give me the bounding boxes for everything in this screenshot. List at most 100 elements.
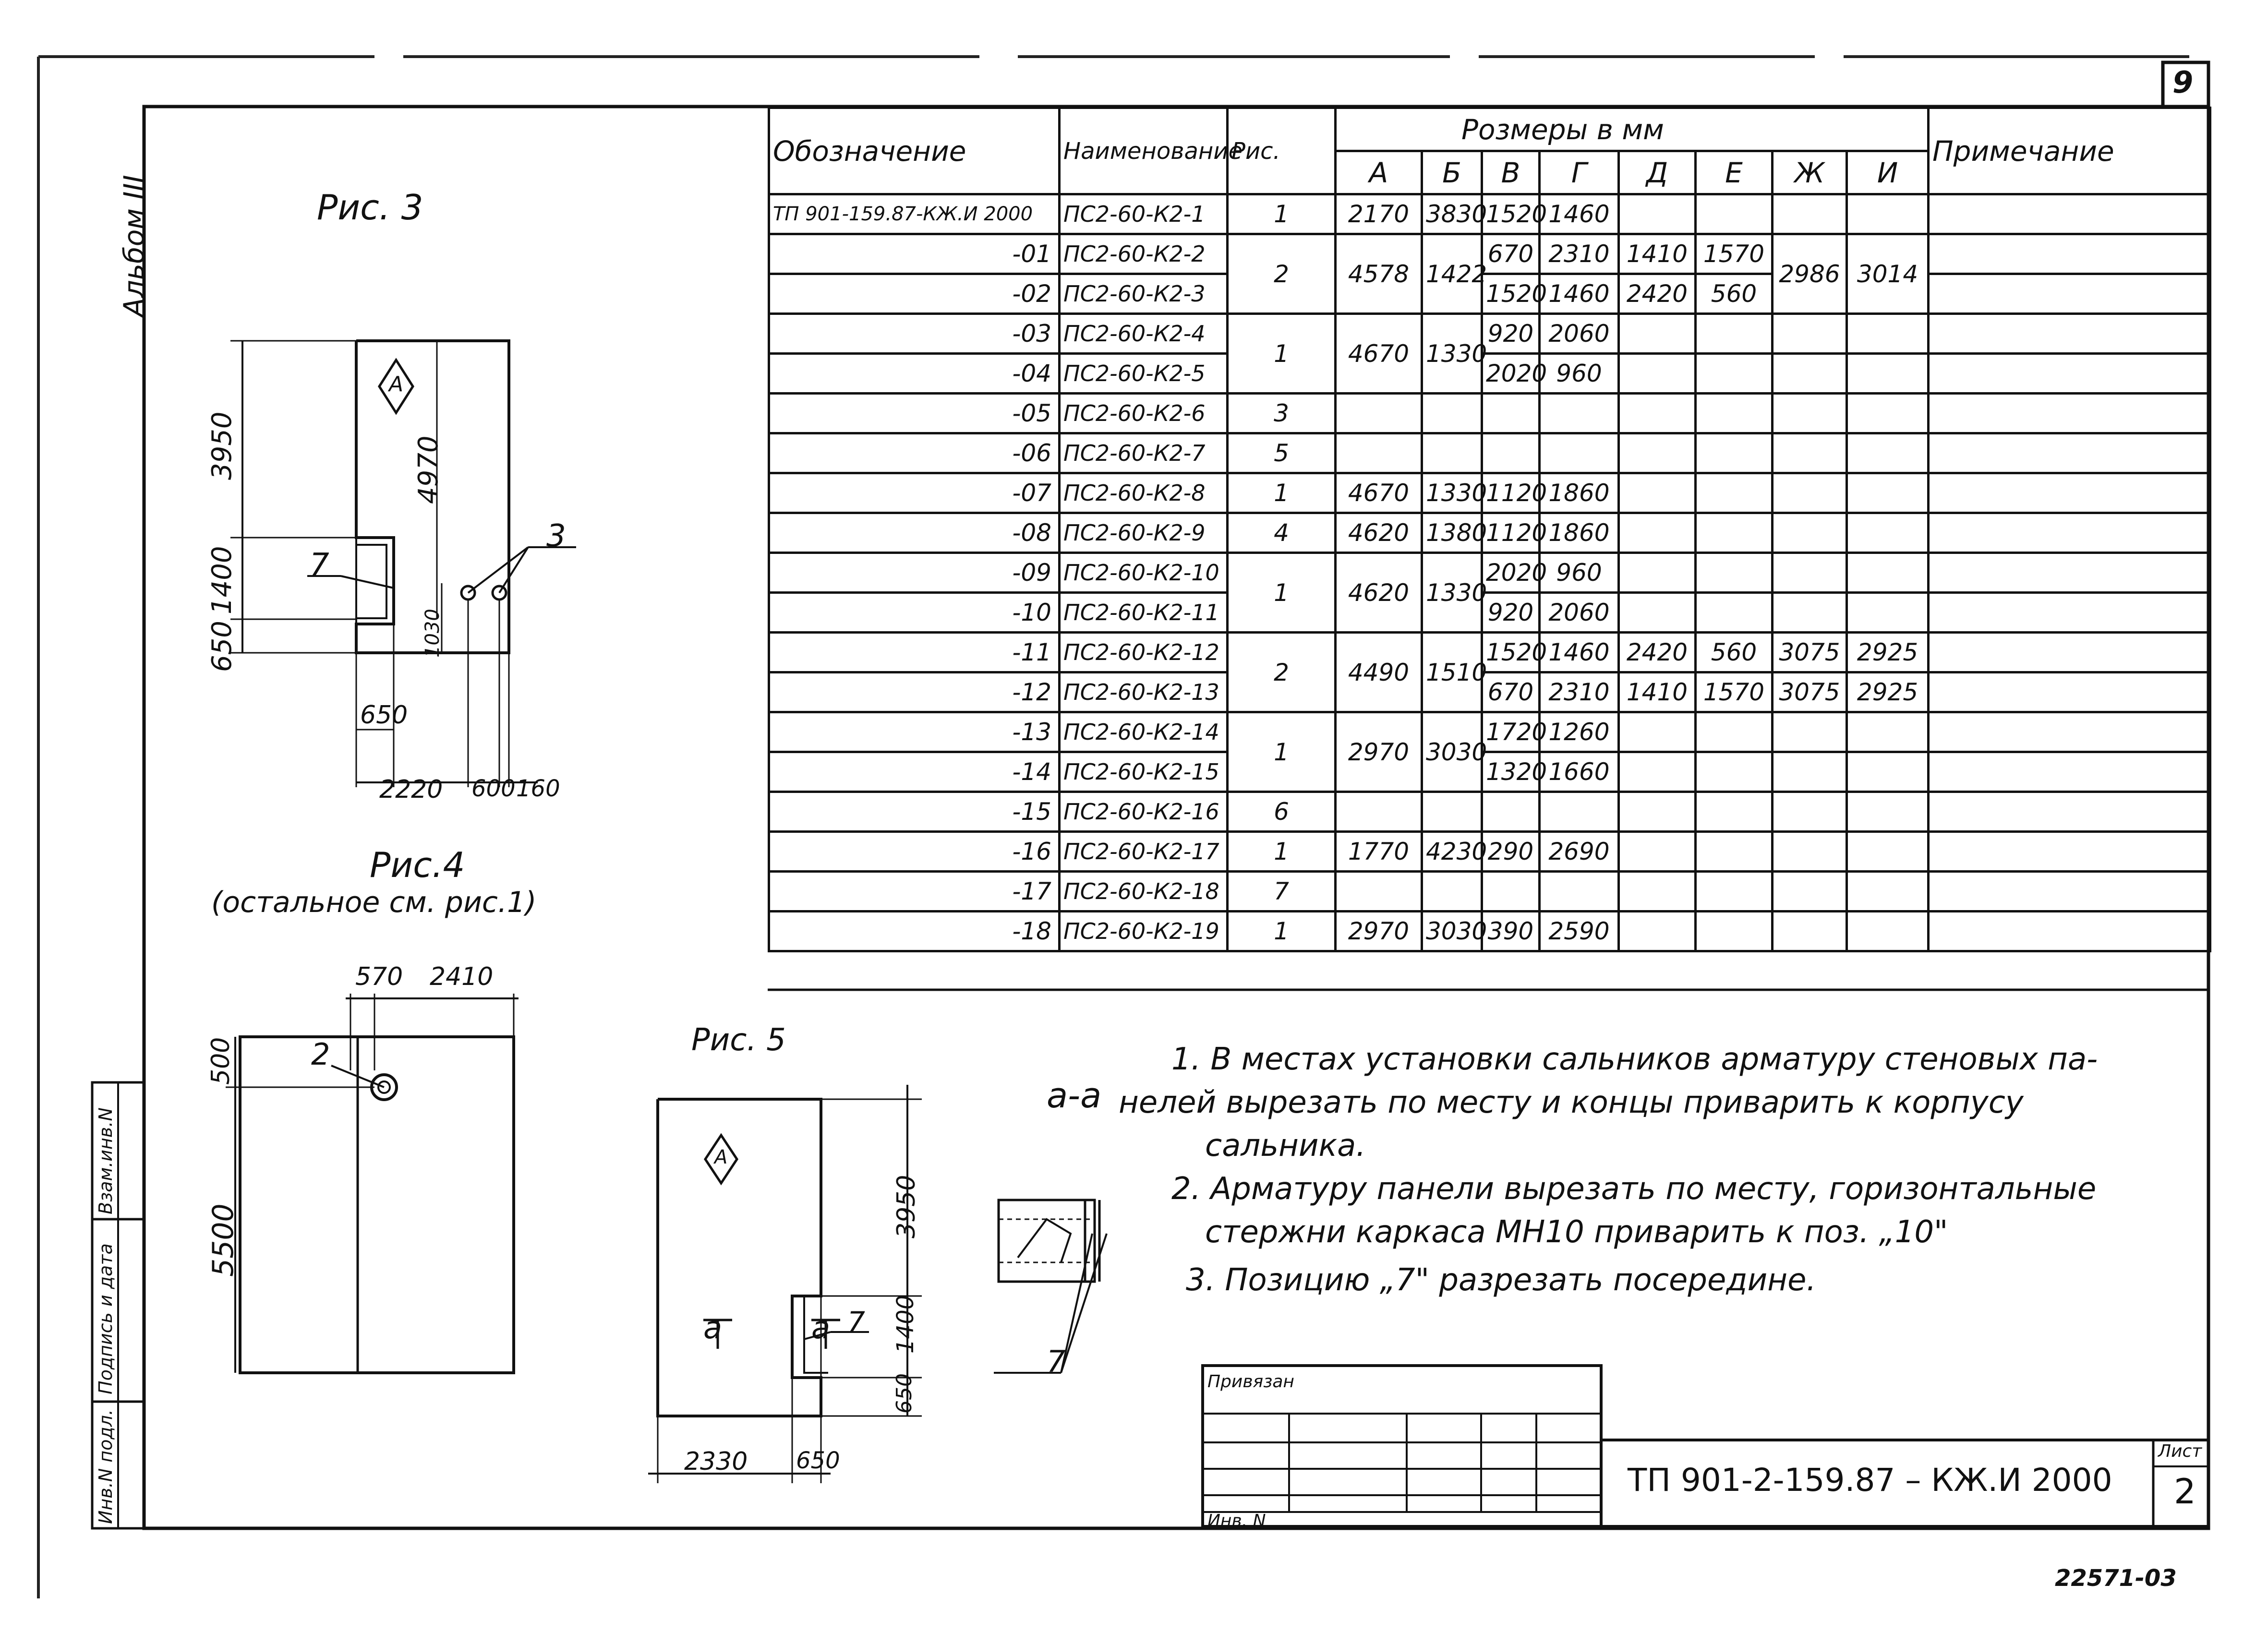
cell-fig: 7	[1226, 870, 1337, 912]
cell-d: 2420	[1617, 631, 1697, 673]
cell-d	[1617, 791, 1697, 833]
fig4-dim-2410: 2410	[430, 962, 494, 991]
cell-note	[1927, 432, 2212, 474]
cell-note	[1927, 392, 2212, 434]
cell-zh	[1771, 352, 1848, 395]
cell-designation: -14	[768, 751, 1061, 793]
cell-designation: -18	[768, 910, 1061, 952]
cell-fig: 1	[1226, 830, 1337, 873]
fig4-title: Рис.4	[370, 845, 465, 885]
cell-v	[1481, 432, 1541, 474]
fig5-dim-650: 650	[892, 1373, 917, 1414]
cell-g	[1538, 791, 1620, 833]
fig5-section-mark-right: а	[811, 1310, 831, 1346]
fig5-mark-a: А	[714, 1146, 728, 1168]
cell-e	[1694, 591, 1773, 634]
cell-name: ПС2-60-К2-19	[1058, 910, 1229, 952]
cell-e	[1694, 312, 1773, 355]
th-designation: Обозначение	[768, 107, 1061, 195]
cell-designation: ТП 901-159.87-КЖ.И 2000	[768, 193, 1061, 235]
fig3-dim-2220: 2220	[379, 775, 443, 804]
cell-d	[1617, 910, 1697, 952]
cell-designation: -02	[768, 273, 1061, 315]
footer-code: 22571-03	[2055, 1565, 2177, 1592]
cell-fig: 1	[1226, 552, 1337, 634]
fig5-section-mark-left: а	[703, 1310, 723, 1346]
cell-v: 670	[1481, 671, 1541, 713]
cell-d	[1617, 552, 1697, 594]
cell-g	[1538, 432, 1620, 474]
cell-note	[1927, 273, 2212, 315]
cell-note	[1927, 671, 2212, 713]
cell-d	[1617, 472, 1697, 514]
cell-b: 1510	[1421, 631, 1487, 713]
album-label: Альбом III	[118, 175, 150, 317]
cell-e: 1570	[1694, 671, 1773, 713]
cell-a: 4620	[1334, 512, 1423, 554]
fig4-drawing	[226, 994, 519, 1374]
cell-i: 2925	[1845, 631, 1930, 673]
cell-a	[1334, 432, 1423, 474]
cell-g: 1460	[1538, 631, 1620, 673]
cell-d	[1617, 352, 1697, 395]
spec-table: Обозначение Наименование Рис. Розмеры в …	[768, 107, 2212, 952]
cell-g: 1260	[1538, 711, 1620, 753]
cell-b	[1421, 392, 1483, 434]
cell-name: ПС2-60-К2-4	[1058, 312, 1229, 355]
cell-designation: -01	[768, 233, 1061, 275]
fig4-subtitle: (остальное см. рис.1)	[211, 886, 537, 919]
fig3-mark-a: А	[389, 372, 404, 396]
cell-name: ПС2-60-К2-11	[1058, 591, 1229, 634]
cell-designation: -12	[768, 671, 1061, 713]
cell-name: ПС2-60-К2-3	[1058, 273, 1229, 315]
cell-v: 2020	[1481, 552, 1547, 594]
cell-a: 2970	[1334, 711, 1423, 793]
fig3-dim-160: 160	[516, 775, 560, 802]
cell-e: 560	[1694, 273, 1773, 315]
fig4-callout-2: 2	[311, 1037, 330, 1072]
cell-d: 1410	[1617, 233, 1697, 275]
cell-name: ПС2-60-К2-7	[1058, 432, 1229, 474]
cell-zh	[1771, 830, 1848, 873]
cell-i	[1845, 830, 1930, 873]
cell-designation: -05	[768, 392, 1061, 434]
cell-zh	[1771, 432, 1848, 474]
fig3-drawing	[230, 339, 576, 787]
cell-zh	[1771, 552, 1848, 594]
cell-e	[1694, 352, 1773, 395]
cell-v: 2020	[1481, 352, 1547, 395]
cell-d	[1617, 392, 1697, 434]
cell-i: 3014	[1845, 233, 1930, 315]
cell-d	[1617, 591, 1697, 634]
cell-zh	[1771, 751, 1848, 793]
cell-name: ПС2-60-К2-9	[1058, 512, 1229, 554]
note-3: 3. Позицию „7" разрезать посередине.	[1186, 1262, 1816, 1298]
fig5-dim-650b: 650	[796, 1447, 840, 1474]
cell-i	[1845, 392, 1930, 434]
th-col-g: Г	[1538, 150, 1620, 195]
section-title: а-а	[1047, 1075, 1102, 1116]
fig5-callout-7: 7	[847, 1306, 865, 1338]
cell-fig: 2	[1226, 233, 1337, 315]
cell-v: 1120	[1481, 512, 1547, 554]
cell-a: 4578	[1334, 233, 1423, 315]
fig5-drawing	[648, 1085, 922, 1483]
cell-name: ПС2-60-К2-13	[1058, 671, 1229, 713]
cell-note	[1927, 193, 2212, 235]
fig3-title: Рис. 3	[317, 187, 423, 228]
cell-note	[1927, 233, 2212, 275]
cell-fig: 2	[1226, 631, 1337, 713]
section-callout-7: 7	[1047, 1344, 1066, 1379]
cell-v	[1481, 392, 1541, 434]
cell-g: 2060	[1538, 312, 1620, 355]
cell-d	[1617, 711, 1697, 753]
